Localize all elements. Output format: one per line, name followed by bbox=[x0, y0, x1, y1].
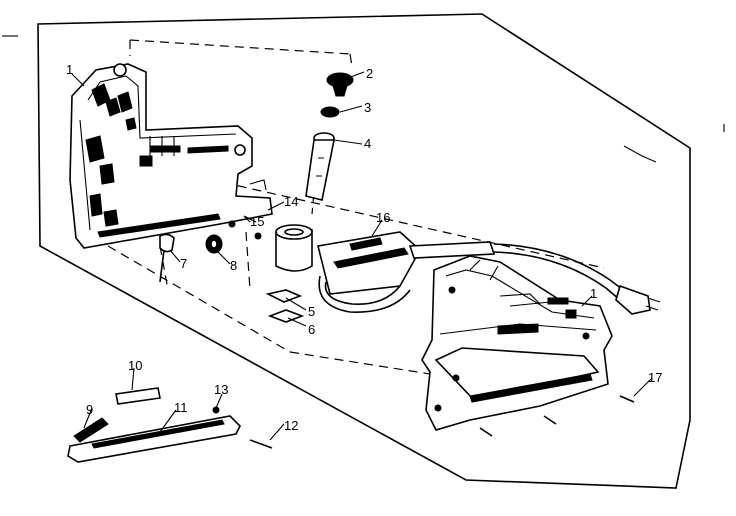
callout-labels: 1 1 2 3 4 5 6 7 8 9 10 11 12 13 14 15 16… bbox=[66, 62, 662, 433]
power-cord bbox=[317, 231, 661, 315]
knob-assembly bbox=[305, 72, 354, 201]
callout-9: 9 bbox=[86, 402, 93, 417]
callout-15: 15 bbox=[250, 214, 264, 229]
right-housing bbox=[421, 255, 613, 437]
callout-1-left: 1 bbox=[66, 62, 73, 77]
sketch-line bbox=[623, 145, 657, 163]
callout-12: 12 bbox=[284, 418, 298, 433]
callout-10: 10 bbox=[128, 358, 142, 373]
callout-17: 17 bbox=[648, 370, 662, 385]
callout-1-right: 1 bbox=[590, 286, 597, 301]
left-housing bbox=[69, 63, 273, 249]
diagram-frame bbox=[37, 13, 691, 489]
callout-11: 11 bbox=[174, 400, 188, 415]
callout-8: 8 bbox=[230, 258, 237, 273]
callout-7: 7 bbox=[180, 256, 187, 271]
callout-3: 3 bbox=[364, 100, 371, 115]
callout-5: 5 bbox=[308, 304, 315, 319]
callout-2: 2 bbox=[366, 66, 373, 81]
callout-16: 16 bbox=[376, 210, 390, 225]
spring-cylinder bbox=[275, 224, 313, 272]
small-parts bbox=[159, 215, 305, 323]
callout-13: 13 bbox=[214, 382, 228, 397]
callout-6: 6 bbox=[308, 322, 315, 337]
callout-14: 14 bbox=[284, 194, 298, 209]
leader-lines bbox=[71, 71, 653, 441]
magazine-parts bbox=[67, 387, 635, 463]
callout-4: 4 bbox=[364, 136, 371, 151]
